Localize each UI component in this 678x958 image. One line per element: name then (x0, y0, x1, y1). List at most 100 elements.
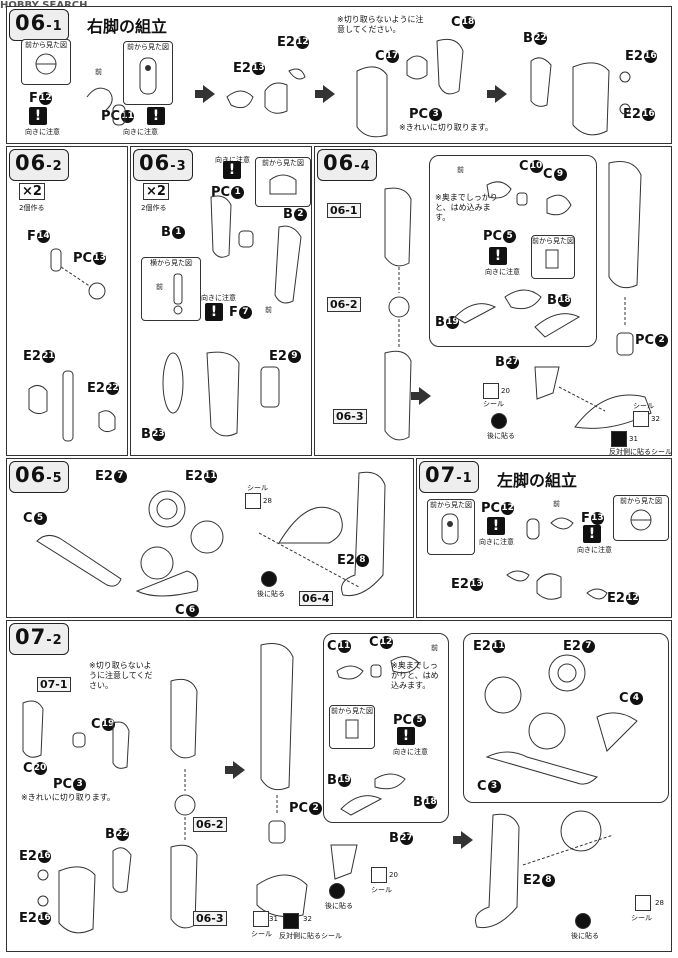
part-drawing (526, 517, 574, 540)
part-drawing (506, 570, 608, 600)
part-drawing (336, 656, 420, 680)
part-label: E221 (23, 349, 55, 364)
part-drawing (484, 654, 638, 785)
wheel-subassembly-box (463, 633, 669, 803)
front-view-inset: 前から見た図 (123, 41, 173, 105)
part-label: PC12 (481, 501, 515, 516)
panel-07-2: 07-2 ※切り取らないように注意してください。 07-1 C19 C20 PC… (6, 620, 672, 952)
ref-06-4: 06-4 (299, 591, 333, 606)
panel-07-1: 07-1 左脚の組立 前から見た図 PC12 ! 向きに注意 前 F13 ! 向… (416, 458, 672, 618)
part-label: B22 (105, 827, 129, 842)
part-drawing (530, 57, 631, 136)
part-drawing (50, 248, 106, 300)
ref-06-3: 06-3 (193, 911, 227, 926)
warning-icon: ! (489, 247, 507, 265)
seal-icon (611, 431, 627, 447)
part-label: B27 (389, 831, 413, 846)
step-06-3-label: 06-3 (133, 149, 193, 181)
part-label: E212 (277, 35, 309, 50)
direction-inset: 前から見た図 (21, 39, 71, 85)
warning-icon: ! (487, 517, 505, 535)
front-view-inset: 前から見た図 (329, 705, 375, 749)
seal-icon (329, 883, 345, 899)
part-drawing (37, 847, 132, 934)
part-label: B23 (141, 427, 165, 442)
part-drawing (475, 810, 614, 929)
seal-icon (245, 493, 261, 509)
ref-06-1: 06-1 (327, 203, 361, 218)
seal-icon (253, 911, 269, 927)
part-label: F14 (27, 229, 50, 244)
part-label: C11 (327, 639, 351, 654)
seal-icon (483, 383, 499, 399)
part-label: F12 (29, 91, 52, 106)
part-drawing (36, 490, 224, 597)
ref-07-1: 07-1 (37, 677, 71, 692)
seal-icon (261, 571, 277, 587)
warning-icon: ! (147, 107, 165, 125)
part-label: E216 (19, 911, 51, 926)
part-label: B19 (435, 315, 459, 330)
part-label: B19 (327, 773, 351, 788)
flow-arrow (487, 85, 507, 103)
part-drawing (356, 38, 464, 138)
part-drawing (330, 844, 358, 880)
part-drawing (170, 678, 198, 929)
seal-icon (575, 913, 591, 929)
part-drawing (226, 68, 306, 114)
warning-icon: ! (205, 303, 223, 321)
front-view-inset: 前から見た図 (613, 495, 669, 541)
flow-arrow (453, 831, 473, 849)
flow-arrow (195, 85, 215, 103)
step-06-2-label: 06-2 (9, 149, 69, 181)
part-drawing (534, 366, 652, 429)
ref-06-3: 06-3 (333, 409, 367, 424)
part-label: B27 (495, 355, 519, 370)
panel-06-2: 06-2 ×2 2個作る F14 PC13 E221 E222 (6, 146, 128, 456)
part-label: E213 (451, 577, 483, 592)
part-label: F13 (581, 511, 604, 526)
part-label: E222 (87, 381, 119, 396)
part-label: C17 (375, 49, 399, 64)
watermark: HOBBY SEARCH (0, 0, 87, 11)
part-label: C18 (451, 15, 475, 30)
warning-icon: ! (223, 161, 241, 179)
flow-arrow (411, 387, 431, 405)
warning-icon: ! (29, 107, 47, 125)
seal-icon (371, 867, 387, 883)
ref-06-2: 06-2 (327, 297, 361, 312)
step-07-1-title: 左脚の組立 (497, 471, 578, 490)
part-label: PC13 (73, 251, 107, 266)
front-view-inset: 前から見た図 (255, 157, 311, 207)
part-label: E216 (625, 49, 657, 64)
part-label: E216 (19, 849, 51, 864)
part-label: PC11 (101, 109, 135, 124)
part-label: B18 (413, 795, 437, 810)
front-view-inset: 前から見た図 (427, 499, 475, 555)
step-06-4-label: 06-4 (317, 149, 377, 181)
part-drawing (486, 181, 572, 216)
part-label: E211 (473, 639, 505, 654)
part-drawing (210, 195, 302, 304)
part-label: E212 (607, 591, 639, 606)
step-06-1-label: 06-1 (9, 9, 69, 41)
part-label: E211 (185, 469, 217, 484)
part-drawing (258, 471, 386, 597)
part-drawing (256, 643, 308, 918)
part-label: C10 (519, 159, 543, 174)
